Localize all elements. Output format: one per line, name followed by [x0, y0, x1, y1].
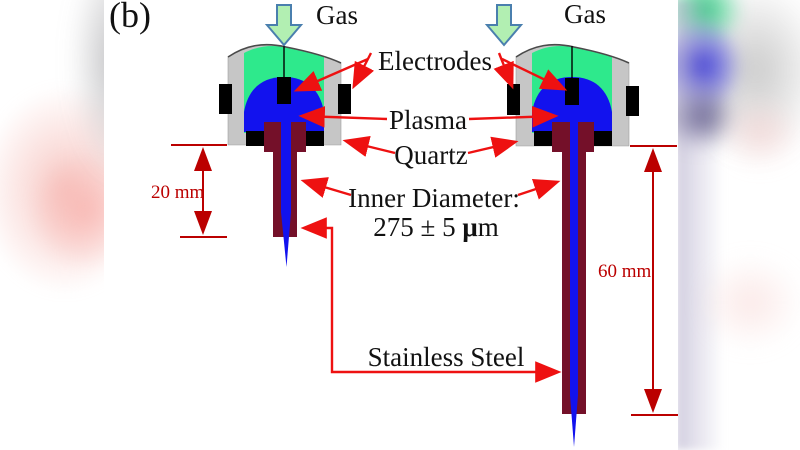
inner-diameter-unit: m — [477, 212, 499, 242]
inner-diameter-number: 275 ± 5 — [373, 212, 463, 242]
mount-block-right-a — [534, 131, 552, 146]
side-electrode-left-outer-left — [219, 84, 232, 114]
plasma-label: Plasma — [389, 105, 467, 135]
mount-block-left-b — [306, 131, 324, 146]
gas-label-right: Gas — [564, 0, 606, 29]
inner-diameter-value: 275 ± 5 μm — [373, 213, 498, 241]
plasma-needle-right — [570, 395, 578, 447]
electrodes-label: Electrodes — [378, 46, 492, 76]
electrodes-arrow-right-side — [493, 52, 514, 90]
inner-diameter-arrow-right — [517, 178, 561, 200]
electrodes-arrow-left-side — [352, 52, 375, 90]
side-electrode-right-outer-left — [507, 84, 520, 115]
micro-symbol: μ — [462, 212, 478, 242]
plasma-jet-right — [484, 4, 639, 447]
panel-label: (b) — [109, 0, 151, 35]
plasma-arrow-left — [298, 106, 388, 128]
gas-flow-arrow-icon-right — [484, 4, 524, 47]
mount-block-right-b — [594, 131, 612, 146]
quartz-arrow-right — [467, 136, 519, 158]
electrodes-arrow-right-center — [501, 57, 568, 91]
plasma-channel-left — [281, 112, 291, 213]
quartz-top-edge-left — [227, 43, 342, 64]
dim-20mm-label: 20 mm — [151, 182, 205, 203]
plasma-needle-left — [281, 212, 291, 267]
side-electrode-right-outer-right — [626, 86, 639, 116]
plasma-arrow-right — [468, 106, 559, 128]
inner-diameter-arrow-left — [300, 177, 352, 198]
gas-flow-arrow-icon-left — [264, 4, 304, 47]
mount-block-left-a — [246, 131, 264, 146]
dim-60mm-label: 60 mm — [598, 261, 652, 282]
quartz-arrow-left — [342, 135, 396, 157]
stainless-steel-label: Stainless Steel — [367, 342, 525, 372]
center-electrode-right — [565, 78, 579, 105]
inner-diameter-label: Inner Diameter: — [348, 183, 520, 213]
plasma-channel-right — [570, 112, 578, 396]
stainless-steel-arrows — [300, 217, 562, 383]
annotation-arrows — [293, 52, 568, 383]
center-electrode-left — [277, 77, 291, 104]
side-electrode-left-outer-right — [338, 84, 351, 114]
gas-label-left: Gas — [316, 0, 358, 30]
quartz-label: Quartz — [394, 140, 468, 170]
quartz-top-edge-right — [515, 43, 630, 64]
